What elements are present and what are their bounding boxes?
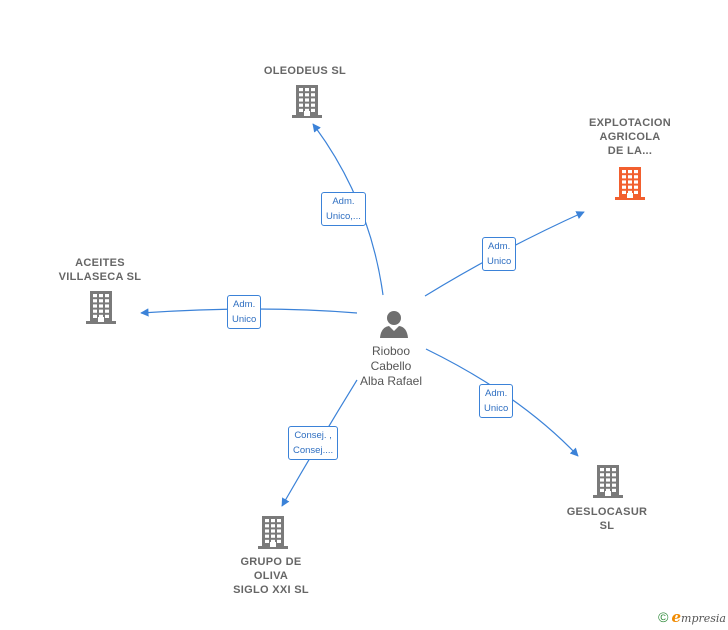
building-icon — [615, 167, 645, 200]
company-name: EXPLOTACION AGRICOLA DE LA... — [589, 117, 671, 157]
building-icon — [258, 516, 288, 549]
company-name: GESLOCASUR SL — [566, 506, 648, 532]
company-name: GRUPO DE OLIVA SIGLO XXI SL — [233, 556, 309, 596]
building-icon — [292, 85, 322, 118]
building-icon — [593, 465, 623, 498]
edge-label-geslocasur[interactable]: Adm.Unico — [479, 384, 514, 418]
copyright-icon: © — [658, 609, 669, 625]
edge-label-oleodeus[interactable]: Adm.Unico,... — [321, 192, 366, 226]
edge-label-grupo[interactable]: Consej. ,Consej.... — [288, 426, 339, 460]
company-name: OLEODEUS SL — [263, 65, 347, 77]
person-icon — [380, 311, 408, 338]
edge-label-explotacion[interactable]: Adm.Unico — [482, 237, 517, 271]
person-name: Rioboo Cabello Alba Rafael — [359, 344, 423, 388]
edge-label-aceites[interactable]: Adm.Unico — [227, 295, 262, 329]
brand-logo: empresia — [671, 608, 726, 626]
brand-footer: ©empresia — [658, 608, 726, 626]
building-icon — [86, 291, 116, 324]
company-name: ACEITES VILLASECA SL — [58, 257, 142, 283]
